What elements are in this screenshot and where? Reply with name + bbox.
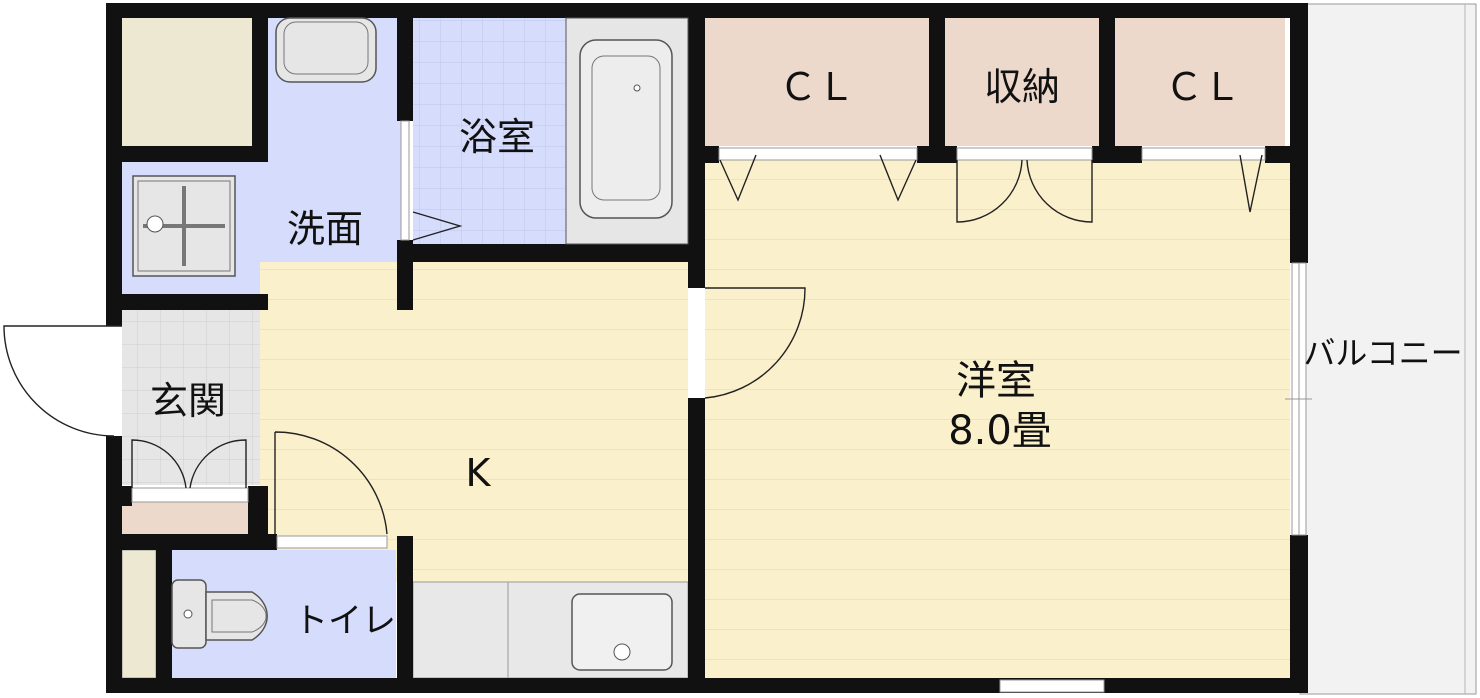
label-western-room: 洋室 xyxy=(956,358,1036,404)
toilet-fixture xyxy=(171,579,268,649)
shoe-cabinet xyxy=(122,502,250,534)
label-kitchen: K xyxy=(466,451,492,495)
label-bathroom: 浴室 xyxy=(459,115,535,159)
label-cl-right: ＣＬ xyxy=(1165,65,1241,109)
label-cl-left: ＣＬ xyxy=(779,65,855,109)
label-entrance: 玄関 xyxy=(150,379,226,423)
entrance-floor xyxy=(122,310,260,485)
label-washroom: 洗面 xyxy=(287,207,363,251)
sink-vanity xyxy=(275,17,377,83)
door-swings xyxy=(3,154,1263,535)
western-room-floor xyxy=(705,160,1290,678)
closet-right-area xyxy=(1115,18,1285,146)
kitchen-floor xyxy=(260,262,688,582)
closet-doors xyxy=(131,147,1266,503)
storage-block-bottom xyxy=(121,549,157,679)
bathtub xyxy=(565,17,689,245)
kitchen-sink xyxy=(507,582,673,678)
storage-area xyxy=(945,18,1099,146)
closet-left-area xyxy=(705,18,929,146)
balcony xyxy=(1299,3,1477,695)
label-toilet: トイレ xyxy=(294,601,396,641)
label-western-room-size: 8.0畳 xyxy=(948,408,1052,454)
label-storage: 収納 xyxy=(984,65,1060,109)
label-balcony: バルコニー xyxy=(1303,334,1462,372)
washing-machine-pan xyxy=(132,175,236,277)
